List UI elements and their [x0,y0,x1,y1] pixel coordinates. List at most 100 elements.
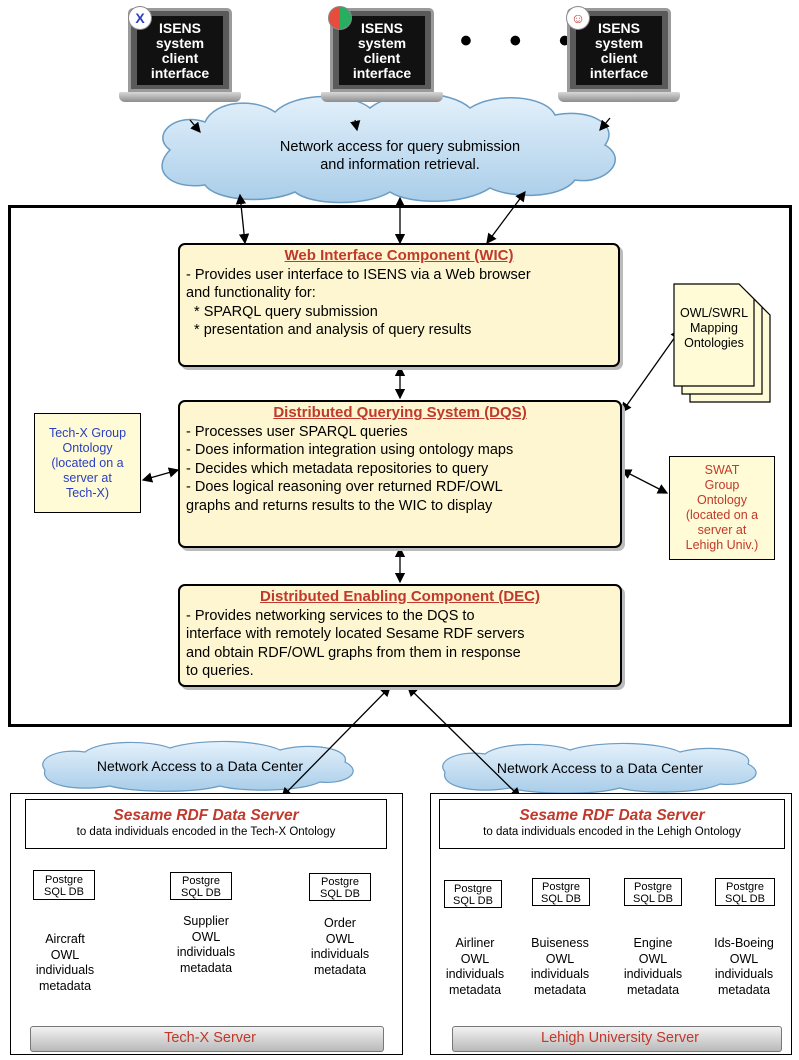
db-text-line: Order [324,916,356,930]
db-text: Order OWL individuals metadata [298,916,382,978]
db-label-line: Postgre [634,881,672,893]
db-text: Airliner OWL individuals metadata [437,936,513,998]
swat-ontology-line: Ontology [696,493,747,507]
sesame-title: Sesame RDF Data Server [113,807,299,824]
lehigh-server-label: Lehigh University Server [541,1030,699,1046]
db-label-line: SQL DB [633,893,673,905]
swat-ontology-line: Group [704,478,740,492]
sesame-title: Sesame RDF Data Server [519,807,705,824]
db-label-line: SQL DB [725,893,765,905]
db-text-line: OWL [50,947,80,962]
isens-system-frame [8,205,792,727]
doc-shapes [673,283,771,403]
db-label-line: SQL DB [181,887,221,899]
client-title: ISENS [360,19,403,36]
wic-line: - Provides user interface to ISENS via a… [186,266,531,283]
db-label-line: SQL DB [320,888,360,900]
techx-server-rack [30,1026,384,1052]
db-label-line: Postgre [45,874,83,886]
dqs-line: - Does information integration using ont… [186,442,514,458]
bsd-daemon-icon: ☺ [566,6,590,30]
dqs-line: graphs and returns results to the WIC to… [186,497,493,514]
client-subtitle: system client [594,34,644,66]
techx-sesame-box[interactable]: Sesame RDF Data Server to data individua… [25,799,387,849]
lehigh-sesame-box[interactable]: Sesame RDF Data Server to data individua… [439,799,785,849]
client-title: ISENS [158,19,201,36]
owl-swrl-line: Ontologies [684,336,744,350]
wic-title: Web Interface Component (WIC) [284,247,514,264]
db-text-line: individuals [445,967,505,981]
db-label: Postgre SQL DB [624,878,682,906]
client-subtitle: interface [150,64,210,81]
dqs-title: Distributed Querying System (DQS) [273,404,527,421]
network-cloud-line: Network access for query submission [279,139,521,155]
wic-line: and functionality for: [186,285,316,301]
db-label: Postgre SQL DB [715,878,775,906]
client-subtitle: interface [589,64,649,81]
sesame-subtitle: to data individuals encoded in the Tech-… [76,826,336,838]
swat-ontology-line: server at [697,523,747,537]
dc-cloud-right-label: Network Access to a Data Center [496,760,704,776]
wic-box[interactable]: Web Interface Component (WIC) - Provides… [178,243,620,367]
db-text-line: metadata [38,978,92,993]
db-text-line: OWL [191,929,221,944]
swat-ontology-line: Lehigh Univ.) [685,538,759,552]
db-text-line: OWL [545,951,575,966]
swat-ontology-line: (located on a [685,508,759,522]
db-text: Buiseness OWL individuals metadata [522,936,598,998]
db-label: Postgre SQL DB [170,872,232,900]
swat-ontology-line: SWAT [704,463,740,477]
db-text-line: Aircraft [45,932,85,946]
dec-box[interactable]: Distributed Enabling Component (DEC) - P… [178,584,622,687]
client-subtitle: interface [352,64,412,81]
x-window-icon: X [128,6,152,30]
techx-server-label: Tech-X Server [164,1030,256,1046]
swat-ontology-doc[interactable]: SWAT Group Ontology (located on a server… [669,456,775,560]
wic-line: * presentation and analysis of query res… [186,322,472,338]
db-text-line: metadata [179,960,233,975]
dqs-line: - Processes user SPARQL queries [186,423,408,440]
network-cloud-label: Network access for query submission and … [200,138,600,174]
owl-swrl-line: Mapping [690,321,738,335]
lehigh-server-rack [452,1026,782,1052]
db-text-line: individuals [714,967,774,981]
db-text-line: OWL [325,931,355,946]
windows-icon [328,6,352,30]
db-text-line: Buiseness [531,936,589,950]
db-text: Supplier OWL individuals metadata [162,914,250,976]
db-label: Postgre SQL DB [444,880,502,908]
techx-ontology-line: Tech-X Group [48,425,127,440]
db-label-line: SQL DB [541,893,581,905]
db-label: Postgre SQL DB [532,878,590,906]
dqs-line: - Decides which metadata repositories to… [186,460,489,477]
db-label-line: Postgre [542,881,580,893]
dec-line: interface with remotely located Sesame R… [186,626,525,642]
db-text-line: individuals [35,963,95,977]
db-text-line: individuals [623,967,683,981]
ellipsis: • • • [460,22,585,60]
dc-cloud-left-label: Network Access to a Data Center [96,758,304,774]
dqs-box[interactable]: Distributed Querying System (DQS) - Proc… [178,400,622,548]
techx-ontology-line: Ontology [62,440,113,455]
dqs-line: - Does logical reasoning over returned R… [186,479,503,495]
db-text-line: individuals [530,967,590,981]
db-text-line: individuals [176,945,236,959]
client-title: ISENS [597,19,640,36]
owl-swrl-mapping-doc[interactable]: OWL/SWRL Mapping Ontologies [676,306,752,351]
db-text-line: OWL [638,951,668,966]
db-label-line: Postgre [454,883,492,895]
db-text-line: Supplier [183,914,229,928]
sesame-subtitle: to data individuals encoded in the Lehig… [483,826,741,838]
db-text-line: OWL [460,951,490,966]
db-label-line: SQL DB [453,895,493,907]
db-text-line: metadata [313,962,367,977]
db-text-line: Ids-Boeing [714,936,774,950]
db-text: Ids-Boeing OWL individuals metadata [704,936,784,998]
dec-line: - Provides networking services to the DQ… [186,607,475,624]
db-label: Postgre SQL DB [33,870,95,900]
techx-ontology-doc[interactable]: Tech-X Group Ontology (located on a serv… [34,413,141,513]
db-text-line: metadata [448,982,502,997]
db-text: Engine OWL individuals metadata [615,936,691,998]
db-text: Aircraft OWL individuals metadata [25,932,105,994]
client-subtitle: system client [155,34,205,66]
